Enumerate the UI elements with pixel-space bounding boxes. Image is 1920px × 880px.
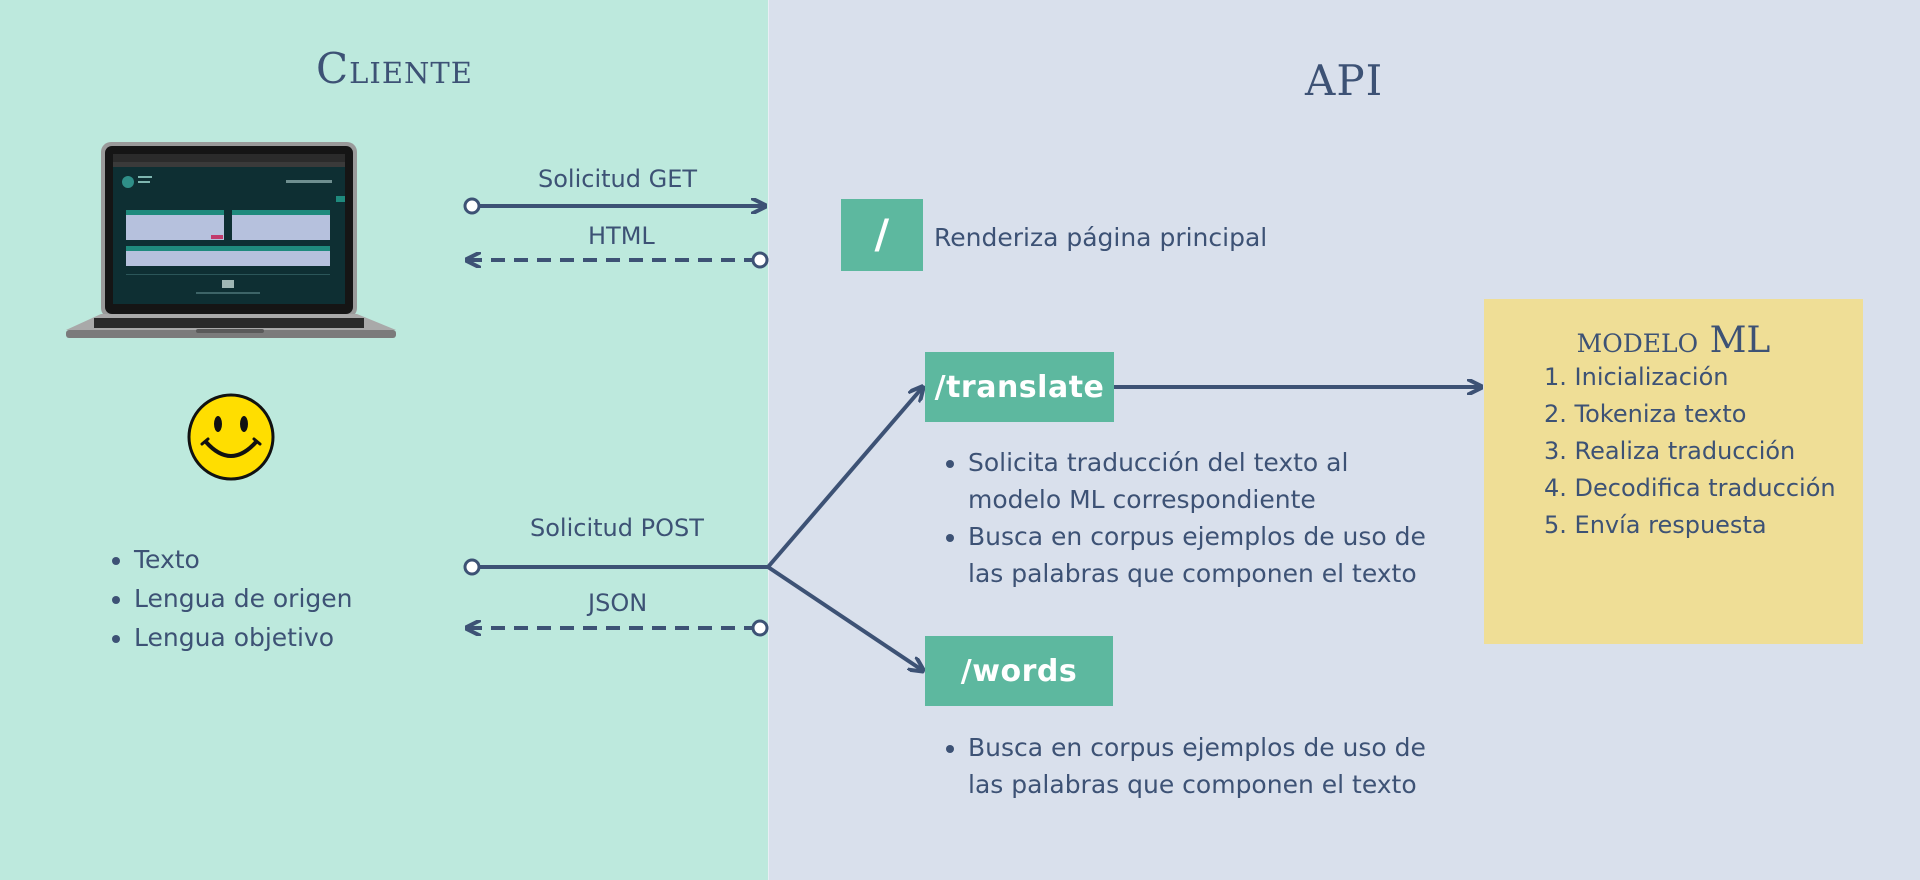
- words-notes: Busca en corpus ejemplos de uso de las p…: [940, 729, 1438, 803]
- api-title: API: [1305, 56, 1384, 105]
- list-item: Texto: [134, 540, 353, 579]
- translate-endpoint-box: /translate: [925, 352, 1114, 422]
- list-item: Realiza traducción: [1544, 433, 1836, 470]
- html-label: HTML: [588, 222, 655, 250]
- list-item: Decodifica traducción: [1544, 470, 1836, 507]
- words-endpoint-box: /words: [925, 636, 1113, 706]
- json-arrow: [468, 619, 769, 637]
- ml-model-title: modelo ML: [1576, 320, 1771, 361]
- list-item: Solicita traducción del texto al modelo …: [968, 444, 1438, 518]
- post-label: Solicitud POST: [530, 514, 704, 542]
- translate-notes: Solicita traducción del texto al modelo …: [940, 444, 1438, 592]
- list-item: Tokeniza texto: [1544, 396, 1836, 433]
- list-item: Busca en corpus ejemplos de uso de las p…: [968, 729, 1438, 803]
- html-arrow: [468, 251, 769, 269]
- ml-model-box: modelo ML Inicialización Tokeniza texto …: [1484, 299, 1863, 644]
- client-input-list: Texto Lengua de origen Lengua objetivo: [106, 540, 353, 657]
- list-item: Envía respuesta: [1544, 507, 1836, 544]
- laptop-icon: [66, 140, 396, 348]
- json-label: JSON: [588, 589, 648, 617]
- smiley-icon: [186, 392, 276, 486]
- root-endpoint-box: /: [841, 199, 923, 271]
- client-title: Cliente: [316, 44, 473, 93]
- list-item: Inicialización: [1544, 359, 1836, 396]
- list-item: Busca en corpus ejemplos de uso de las p…: [968, 518, 1438, 592]
- list-item: Lengua objetivo: [134, 618, 353, 657]
- list-item: Lengua de origen: [134, 579, 353, 618]
- post-arrow: [463, 388, 922, 670]
- get-label: Solicitud GET: [538, 165, 698, 193]
- ml-model-steps: Inicialización Tokeniza texto Realiza tr…: [1544, 359, 1836, 544]
- panel-divider: [768, 0, 769, 880]
- get-arrow: [463, 197, 764, 215]
- root-endpoint-description: Renderiza página principal: [934, 223, 1268, 252]
